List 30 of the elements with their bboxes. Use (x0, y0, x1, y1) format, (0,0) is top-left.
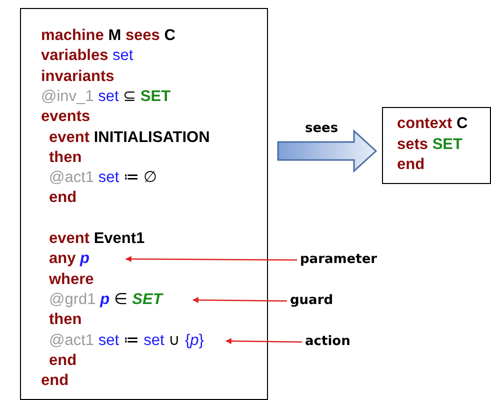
machine-box (20, 8, 268, 400)
code-line: events (41, 108, 90, 126)
code-line: where (49, 270, 94, 289)
code-line: @inv_1 set ⊆ SET (41, 88, 171, 106)
code-line: machine M sees C (41, 27, 176, 45)
code-line: then (49, 311, 82, 330)
code-line: @grd1 p ∈ SET (49, 290, 162, 309)
code-line: sets SET (397, 136, 462, 154)
leader-line (192, 297, 287, 304)
code-line: then (49, 148, 82, 167)
leader-line (125, 256, 297, 262)
annotation-label: guard (290, 293, 334, 309)
code-line: event Event1 (49, 230, 145, 248)
code-line: end (49, 352, 77, 370)
code-line: end (41, 372, 69, 390)
code-line: @act1 set ≔ ∅ (49, 169, 158, 188)
code-line: @act1 set ≔ set ∪ {p} (49, 332, 204, 350)
code-line: end (49, 189, 77, 208)
code-line: variables set (41, 47, 134, 66)
code-line: context C (397, 115, 468, 133)
code-line: event INITIALISATION (49, 128, 210, 146)
block-arrow (277, 129, 378, 173)
annotation-label: parameter (300, 252, 378, 268)
leader-line (225, 338, 302, 344)
code-line: end (397, 156, 425, 174)
code-line: invariants (41, 68, 114, 86)
code-line: any p (49, 250, 90, 268)
annotation-label: action (305, 334, 350, 350)
context-box (382, 107, 491, 184)
edge-label: sees (305, 121, 338, 137)
